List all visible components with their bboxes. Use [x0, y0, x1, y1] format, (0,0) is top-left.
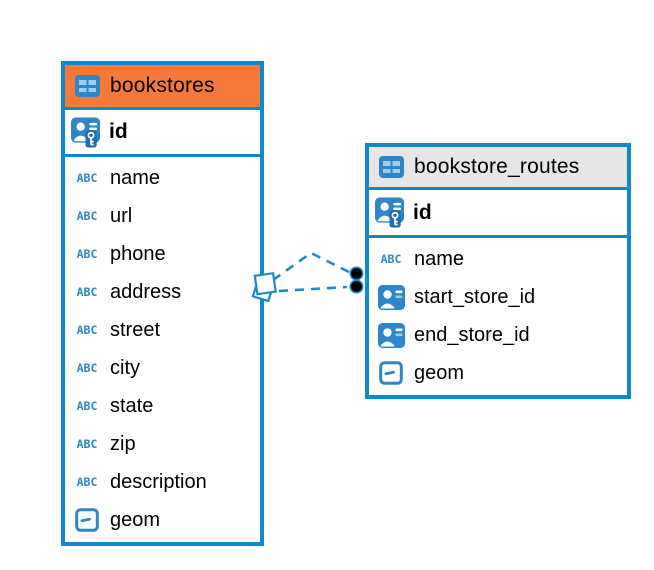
primary-key-name: id — [413, 200, 432, 224]
column-row-address[interactable]: ABC address — [65, 273, 260, 311]
column-row-url[interactable]: ABC url — [65, 197, 260, 235]
column-name: end_store_id — [414, 323, 530, 346]
column-row-end-store-id[interactable]: end_store_id — [369, 316, 627, 354]
geometry-type-icon — [376, 361, 406, 385]
column-name: address — [110, 280, 182, 303]
table-name: bookstore_routes — [414, 155, 580, 178]
column-row-description[interactable]: ABC description — [65, 463, 260, 501]
column-row-geom[interactable]: geom — [369, 354, 627, 392]
column-row-state[interactable]: ABC state — [65, 387, 260, 425]
column-name: url — [110, 204, 133, 227]
relationship-target-endpoints[interactable] — [349, 266, 364, 294]
table-header[interactable]: bookstores — [65, 65, 260, 110]
table-header[interactable]: bookstore_routes — [369, 147, 627, 190]
relationship-line-lower[interactable] — [278, 285, 348, 293]
column-name: city — [110, 356, 140, 379]
erd-table-bookstores[interactable]: bookstores id ABC — [61, 61, 264, 546]
text-type-icon: ABC — [76, 247, 98, 261]
column-name: street — [110, 318, 161, 341]
column-row-street[interactable]: ABC street — [65, 311, 260, 349]
reference-type-icon — [376, 322, 406, 348]
column-name: zip — [110, 432, 136, 455]
column-name: description — [110, 470, 207, 493]
table-icon — [72, 75, 102, 97]
column-name: name — [414, 247, 465, 270]
primary-key-row[interactable]: id — [369, 190, 627, 238]
text-type-icon: ABC — [76, 361, 98, 375]
column-row-name[interactable]: ABC name — [369, 240, 627, 278]
column-name: name — [110, 166, 161, 189]
table-name: bookstores — [110, 74, 215, 97]
text-type-icon: ABC — [380, 252, 402, 266]
column-row-geom[interactable]: geom — [65, 501, 260, 539]
column-name: geom — [110, 508, 161, 531]
column-row-city[interactable]: ABC city — [65, 349, 260, 387]
column-name: state — [110, 394, 154, 417]
text-type-icon: ABC — [76, 399, 98, 413]
column-list: ABC name start_store_id — [369, 238, 627, 395]
primary-key-icon — [375, 197, 405, 228]
column-row-phone[interactable]: ABC phone — [65, 235, 260, 273]
text-type-icon: ABC — [76, 209, 98, 223]
primary-key-name: id — [109, 120, 128, 143]
text-type-icon: ABC — [76, 171, 98, 185]
column-name: phone — [110, 242, 166, 265]
relationship-source-handle[interactable] — [251, 272, 277, 303]
column-row-start-store-id[interactable]: start_store_id — [369, 278, 627, 316]
primary-key-row[interactable]: id — [65, 110, 260, 157]
text-type-icon: ABC — [76, 323, 98, 337]
text-type-icon: ABC — [76, 475, 98, 489]
column-name: start_store_id — [414, 285, 536, 308]
relationship-line-upper[interactable] — [272, 251, 350, 282]
text-type-icon: ABC — [76, 437, 98, 451]
primary-key-icon — [71, 117, 101, 148]
geometry-type-icon — [72, 508, 102, 532]
text-type-icon: ABC — [76, 285, 98, 299]
column-name: geom — [414, 361, 465, 384]
column-list: ABC name ABC url ABC phone ABC address A… — [65, 157, 260, 542]
column-row-zip[interactable]: ABC zip — [65, 425, 260, 463]
reference-type-icon — [376, 284, 406, 310]
column-row-name[interactable]: ABC name — [65, 159, 260, 197]
erd-table-bookstore-routes[interactable]: bookstore_routes id — [365, 143, 631, 399]
table-icon — [376, 156, 406, 178]
